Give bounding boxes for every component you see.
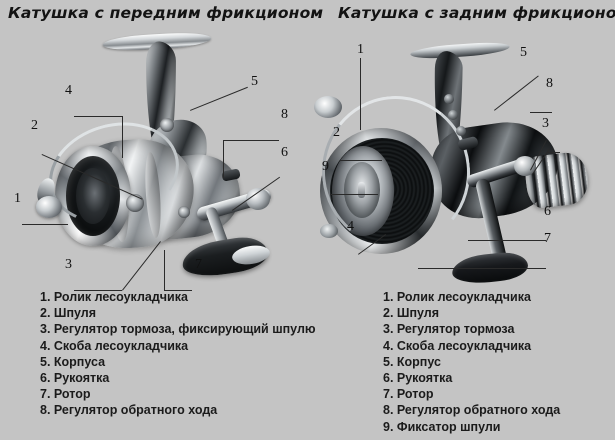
body-screw-3: [456, 126, 466, 136]
legend-right-item-2: 2. Шпуля: [383, 306, 440, 321]
body-screw-1: [444, 94, 454, 104]
rear-drag-callout-8: 8: [546, 76, 553, 91]
front-drag-reel-illustration: [0, 28, 307, 286]
front-drag-callout-6: 6: [281, 145, 288, 160]
rear-drag-reel-illustration: [314, 40, 615, 300]
front-drag-callout-2: 2: [31, 118, 38, 133]
front-drag-callout-3: 3: [65, 257, 72, 272]
body-screw-2: [160, 118, 174, 132]
legend-left-item-2: 2. Шпуля: [40, 306, 97, 321]
rear-drag-callout-9: 9: [322, 159, 329, 174]
leader-line-4-v: [122, 116, 123, 158]
legend-right-item-8: 8. Регулятор обратного хода: [383, 403, 561, 418]
leader-line-8-v: [223, 140, 224, 178]
bail-arm-knob: [36, 196, 62, 218]
legend-right-item-7: 7. Ротор: [383, 387, 434, 402]
front-drag-callout-4: 4: [65, 83, 72, 98]
diagram-rear-drag-reel: [308, 28, 615, 286]
rear-drag-callout-2: 2: [333, 125, 340, 140]
leader-line-3-h: [74, 290, 122, 291]
rear-drag-callout-1: 1: [357, 42, 364, 57]
rear-drag-callout-7: 7: [544, 231, 551, 246]
leader-line-7: [418, 268, 546, 269]
page-title-right: Катушка с задним фрикционом: [338, 4, 615, 22]
legend-left-item-7: 7. Ротор: [40, 387, 91, 402]
leader-line-3-h: [548, 152, 560, 153]
legend-left-item-1: 1. Ролик лесоукладчика: [40, 290, 188, 304]
rear-drag-callout-3: 3: [542, 116, 549, 131]
legend-left-item-4: 4. Скоба лесоукладчика: [40, 338, 189, 353]
rear-drag-callout-4: 4: [347, 219, 354, 234]
legend-left-item-5: 5. Корпуса: [40, 354, 106, 369]
leader-line-7-h: [164, 290, 192, 291]
front-drag-callout-8: 8: [281, 107, 288, 122]
diagram-front-drag-reel: [0, 28, 307, 291]
leader-line-8-h: [530, 112, 552, 113]
reel-foot-plate: [407, 40, 513, 61]
body-screw-2: [448, 110, 458, 120]
handle-pivot: [246, 188, 270, 210]
leader-line-7-v: [164, 250, 165, 291]
leader-line-6: [468, 240, 546, 241]
spool-release-pin: [358, 182, 365, 198]
rear-drag-callout-5: 5: [520, 45, 527, 60]
leader-line-1: [22, 224, 68, 225]
leader-line-4-h: [74, 116, 122, 117]
front-drag-callout-7: 7: [195, 257, 202, 272]
line-roller: [314, 96, 342, 118]
leader-line-2: [340, 160, 382, 161]
anti-reverse-switch: [221, 168, 241, 182]
legend-right-item-1: 1. Ролик лесоукладчика: [383, 290, 531, 304]
legend-left-item-6: 6. Рукоятка: [40, 371, 110, 386]
page-title-left: Катушка с передним фрикционом: [8, 4, 324, 22]
legend-left-item-8: 8. Регулятор обратного хода: [40, 403, 218, 418]
leader-line-8-h: [223, 140, 279, 141]
rear-drag-callout-6: 6: [544, 204, 551, 219]
legend-right-item-4: 4. Скоба лесоукладчика: [383, 338, 532, 353]
handle-pivot: [514, 156, 536, 176]
legend-right-item-3: 3. Регулятор тормоза: [383, 322, 515, 337]
legend-right-item-5: 5. Корпус: [383, 354, 441, 369]
front-drag-callout-1: 1: [14, 191, 21, 206]
body-screw-3: [178, 206, 190, 218]
leader-line-9: [330, 194, 378, 195]
leader-line-1: [360, 58, 361, 130]
front-drag-callout-5: 5: [251, 74, 258, 89]
legend-right-item-6: 6. Рукоятка: [383, 371, 453, 386]
legend-left-item-3: 3. Регулятор тормоза, фиксирующий шпулю: [40, 322, 316, 337]
legend-right-item-9: 9. Фиксатор шпули: [383, 419, 501, 434]
bail-arm-base: [320, 224, 338, 238]
